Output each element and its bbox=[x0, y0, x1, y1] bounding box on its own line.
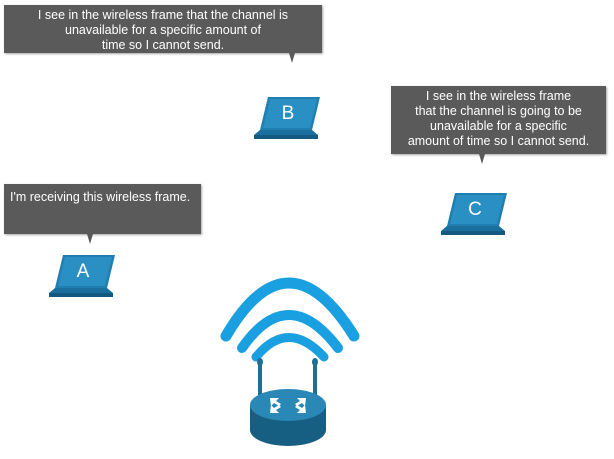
laptop-b-label: B bbox=[281, 103, 295, 124]
laptop-b: B bbox=[254, 97, 322, 141]
laptop-icon bbox=[441, 193, 507, 235]
speech-bubble-c: I see in the wireless frame that the cha… bbox=[391, 86, 606, 154]
bubble-a-tail bbox=[87, 234, 93, 244]
signal-wave-inner bbox=[251, 333, 329, 362]
laptop-icon bbox=[49, 255, 115, 297]
bubble-b-tail bbox=[289, 53, 295, 63]
bubble-a-line-1: I'm receiving this wireless frame. bbox=[10, 190, 191, 204]
bubble-b-line-3: time so I cannot send. bbox=[101, 38, 225, 52]
laptop-c: C bbox=[441, 193, 509, 237]
signal-wave-middle bbox=[237, 310, 343, 353]
laptop-icon bbox=[254, 97, 320, 139]
bubble-c-line-3: unavailable for a specific bbox=[430, 119, 567, 133]
speech-bubble-b: I see in the wireless frame that the cha… bbox=[4, 5, 322, 53]
bubble-c-line-4: amount of time so I cannot send. bbox=[407, 134, 590, 148]
speech-bubble-a: I'm receiving this wireless frame. bbox=[4, 184, 201, 234]
laptop-c-label: C bbox=[468, 199, 482, 220]
signal-wave-outer bbox=[220, 277, 360, 342]
bubble-b-line-2: unavailable for a specific amount of bbox=[65, 23, 261, 37]
wireless-signal-icon bbox=[220, 277, 360, 362]
bubble-c-line-1: I see in the wireless frame bbox=[425, 89, 572, 103]
laptop-a: A bbox=[49, 255, 117, 299]
bubble-c-line-2: that the channel is going to be bbox=[415, 104, 582, 118]
bubble-c-tail bbox=[479, 154, 485, 164]
bubble-b-line-1: I see in the wireless frame that the cha… bbox=[37, 8, 289, 22]
laptop-a-label: A bbox=[76, 261, 90, 282]
router-icon bbox=[250, 358, 326, 446]
